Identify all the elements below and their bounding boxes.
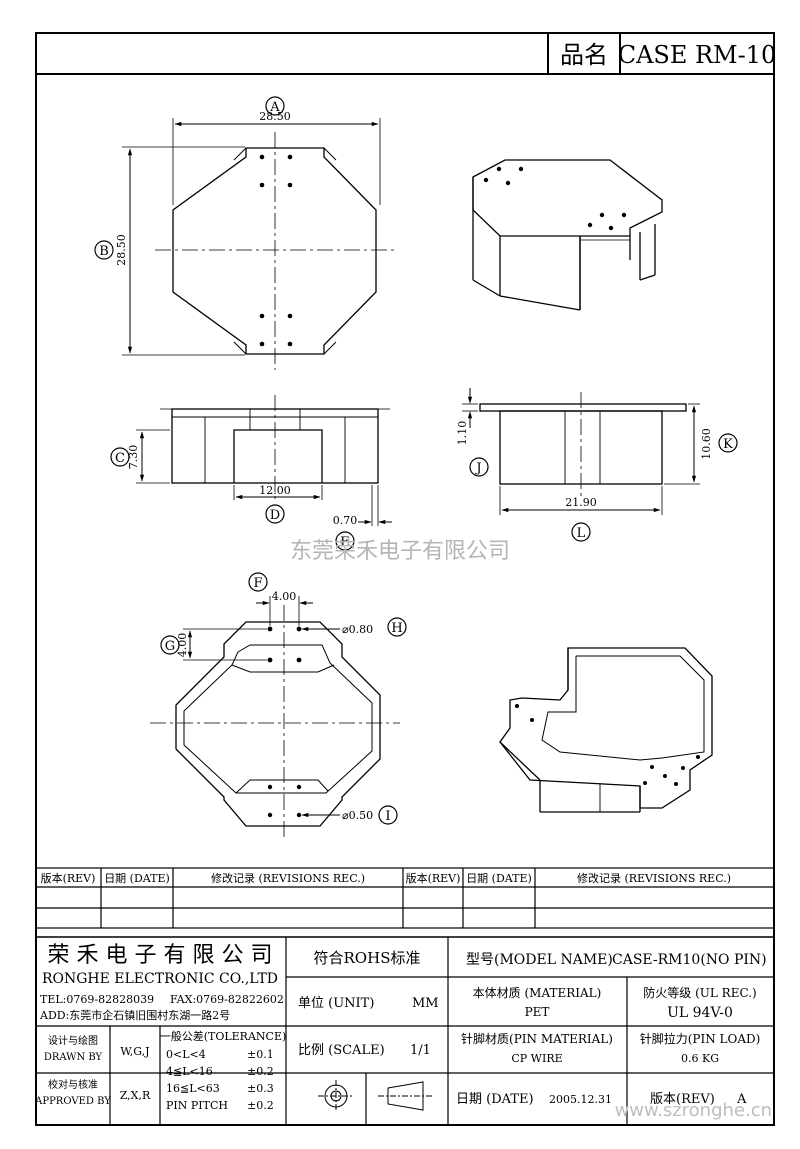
- svg-text:修改记录 (REVISIONS REC.): 修改记录 (REVISIONS REC.): [577, 871, 731, 885]
- svg-text:0.70: 0.70: [333, 514, 358, 527]
- header-name-label: 品名: [560, 41, 608, 69]
- svg-text:日期 (DATE): 日期 (DATE): [466, 872, 532, 885]
- dim-G: G 4.00: [160, 633, 189, 658]
- svg-text:±0.1: ±0.1: [247, 1048, 274, 1061]
- svg-text:B: B: [99, 244, 109, 259]
- top-view: [122, 118, 395, 370]
- company-fax: FAX:0769-82822602: [170, 993, 284, 1006]
- projection-symbol: [318, 1080, 432, 1112]
- svg-text:21.90: 21.90: [565, 496, 597, 509]
- tolerance-title: 一般公差(TOLERANCE): [160, 1029, 287, 1043]
- svg-text:4.00: 4.00: [176, 633, 189, 658]
- dim-I: ⌀0.50 I: [342, 805, 398, 825]
- pin-load-label: 针脚拉力(PIN LOAD): [640, 1031, 761, 1046]
- svg-text:4.00: 4.00: [272, 590, 297, 603]
- watermark-url: www.szronghe.cn: [615, 1100, 772, 1121]
- svg-text:⌀0.80: ⌀0.80: [342, 623, 373, 636]
- iso-view-top: [472, 159, 663, 311]
- dim-L: 21.90 L: [565, 496, 597, 542]
- svg-text:C: C: [115, 451, 125, 466]
- revisions-headers: 版本(REV) 日期 (DATE) 修改记录 (REVISIONS REC.) …: [41, 871, 731, 885]
- svg-text:I: I: [385, 809, 390, 824]
- design-label-en: DRAWN BY: [44, 1052, 103, 1063]
- model-label: 型号(MODEL NAME): [466, 952, 613, 968]
- company-name-en: RONGHE ELECTRONIC CO.,LTD: [42, 971, 278, 987]
- svg-text:12.00: 12.00: [259, 484, 291, 497]
- front-view: [136, 395, 392, 526]
- header-name-value: CASE RM-10: [618, 41, 777, 69]
- svg-text:±0.2: ±0.2: [247, 1099, 274, 1112]
- svg-text:F: F: [253, 576, 262, 591]
- watermark-company: 东莞荣禾电子有限公司: [290, 539, 510, 564]
- dim-J: 1.10 J: [456, 421, 489, 477]
- unit-label: 单位 (UNIT): [298, 996, 374, 1011]
- date-value: 2005.12.31: [549, 1093, 612, 1106]
- svg-text:修改记录 (REVISIONS REC.): 修改记录 (REVISIONS REC.): [211, 871, 365, 885]
- material-label: 本体材质 (MATERIAL): [473, 986, 602, 1000]
- pin-material-value: CP WIRE: [511, 1052, 562, 1065]
- pin-material-label: 针脚材质(PIN MATERIAL): [461, 1031, 613, 1046]
- svg-text:版本(REV): 版本(REV): [41, 871, 96, 885]
- title-block-lines: [36, 937, 774, 1125]
- svg-text:L: L: [577, 526, 586, 541]
- date-label: 日期 (DATE): [456, 1092, 534, 1107]
- svg-text:日期 (DATE): 日期 (DATE): [104, 872, 170, 885]
- svg-text:4≦L<16: 4≦L<16: [166, 1065, 213, 1078]
- svg-text:⌀0.50: ⌀0.50: [342, 809, 373, 822]
- dim-B: B 28.50: [94, 234, 128, 266]
- svg-text:G: G: [165, 639, 175, 654]
- rev-label: 版本(REV): [650, 1092, 715, 1107]
- side-view: [462, 388, 700, 515]
- company-tel: TEL:0769-82828039: [40, 993, 154, 1006]
- svg-text:E: E: [340, 535, 350, 550]
- approve-label-cn: 校对与核准: [48, 1078, 98, 1091]
- svg-text:J: J: [474, 461, 481, 476]
- rohs-label: 符合ROHS标准: [314, 949, 421, 967]
- scale-value: 1/1: [410, 1043, 431, 1058]
- svg-text:±0.2: ±0.2: [247, 1065, 274, 1078]
- design-value: W,G,J: [120, 1045, 149, 1058]
- revisions-table: [35, 867, 775, 938]
- svg-text:28.50: 28.50: [259, 110, 291, 123]
- svg-text:10.60: 10.60: [700, 428, 713, 460]
- scale-label: 比例 (SCALE): [298, 1043, 385, 1058]
- unit-value: MM: [412, 996, 439, 1011]
- svg-text:H: H: [391, 621, 402, 636]
- bottom-view: [150, 596, 400, 840]
- header-name-box: 品名 CASE RM-10: [36, 33, 777, 75]
- svg-text:K: K: [723, 437, 733, 452]
- svg-text:7.30: 7.30: [127, 445, 140, 470]
- company-name-cn: 荣 禾 电 子 有 限 公 司: [48, 943, 273, 968]
- dim-E: 0.70 E: [333, 514, 358, 551]
- svg-text:28.50: 28.50: [115, 234, 128, 266]
- svg-text:0<L<4: 0<L<4: [166, 1048, 206, 1061]
- model-value: CASE-RM10(NO PIN): [612, 952, 767, 968]
- dim-A: A 28.50: [259, 96, 291, 123]
- tolerance-rows: 0<L<4 ±0.1 4≦L<16 ±0.2 16≦L<63 ±0.3 PIN …: [166, 1048, 274, 1112]
- svg-text:PIN PITCH: PIN PITCH: [166, 1099, 228, 1112]
- dim-H: ⌀0.80 H: [342, 617, 407, 637]
- dim-C: C 7.30: [110, 445, 140, 470]
- svg-text:版本(REV): 版本(REV): [406, 871, 461, 885]
- svg-text:1.10: 1.10: [456, 421, 469, 446]
- svg-text:±0.3: ±0.3: [247, 1082, 274, 1095]
- dim-F: F 4.00: [248, 572, 297, 603]
- approve-label-en: APPROVED BY: [34, 1096, 111, 1107]
- svg-text:D: D: [270, 508, 280, 523]
- design-label-cn: 设计与绘图: [48, 1034, 98, 1047]
- svg-text:A: A: [269, 100, 280, 115]
- svg-text:16≦L<63: 16≦L<63: [166, 1082, 220, 1095]
- ul-label: 防火等级 (UL REC.): [643, 985, 756, 1000]
- ul-value: UL 94V-0: [667, 1005, 733, 1021]
- pin-load-value: 0.6 KG: [681, 1052, 719, 1065]
- company-address: ADD:东莞市企石镇旧围村东湖一路2号: [39, 1008, 230, 1022]
- iso-view-bottom: [499, 647, 713, 813]
- approve-value: Z,X,R: [120, 1089, 151, 1102]
- sheet-border: [35, 32, 775, 1126]
- dim-K: 10.60 K: [700, 428, 738, 460]
- rev-value: A: [736, 1092, 747, 1107]
- dim-D: 12.00 D: [259, 484, 291, 524]
- material-value: PET: [525, 1005, 550, 1019]
